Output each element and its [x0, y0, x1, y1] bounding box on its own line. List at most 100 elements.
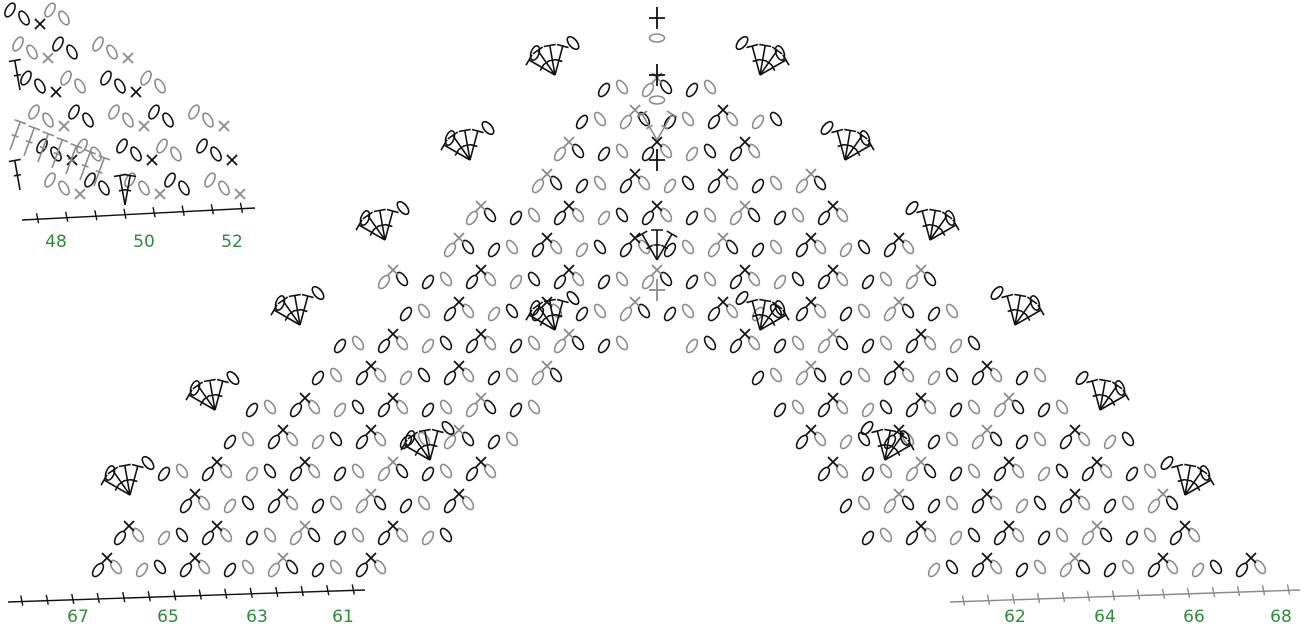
chain-stitch-icon	[530, 370, 545, 387]
double-crochet-icon	[10, 120, 26, 150]
chain-stitch-icon	[420, 530, 435, 547]
chain-stitch-icon	[1014, 434, 1029, 451]
chain-stitch-icon	[904, 200, 920, 217]
chain-stitch-icon	[134, 562, 149, 579]
chain-stitch-icon	[1168, 530, 1183, 547]
chain-stitch-icon	[97, 180, 111, 197]
single-crochet-icon	[1180, 521, 1190, 531]
single-crochet-icon	[828, 329, 838, 339]
chain-stitch-icon	[772, 274, 787, 291]
chain-stitch-icon	[702, 79, 717, 96]
chain-stitch-icon	[140, 455, 156, 472]
chain-stitch-icon	[310, 370, 325, 387]
chain-stitch-icon	[17, 10, 31, 27]
row-label-67: 67	[67, 607, 89, 627]
chain-stitch-icon	[878, 463, 893, 480]
chain-stitch-icon	[398, 370, 413, 387]
chain-stitch-icon	[790, 399, 805, 416]
chain-stitch-icon	[768, 175, 783, 192]
chain-stitch-icon	[650, 96, 665, 104]
chain-stitch-icon	[350, 399, 365, 416]
chain-stitch-icon	[680, 111, 695, 128]
chain-stitch-icon	[768, 239, 783, 256]
inset-partial-diagram	[3, 2, 255, 224]
chain-stitch-icon	[734, 35, 750, 52]
single-crochet-icon	[1092, 521, 1102, 531]
chain-stitch-icon	[153, 78, 167, 95]
single-crochet-icon	[139, 121, 149, 131]
chain-stitch-icon	[350, 527, 365, 544]
chain-stitch-icon	[878, 399, 893, 416]
single-crochet-icon	[1004, 393, 1014, 403]
chain-stitch-icon	[904, 274, 919, 291]
chain-stitch-icon	[1036, 530, 1051, 547]
single-crochet-icon	[278, 489, 288, 499]
chain-stitch-icon	[486, 242, 501, 259]
single-crochet-icon	[366, 425, 376, 435]
chain-stitch-icon	[59, 70, 73, 87]
chain-stitch-icon	[838, 306, 853, 323]
chain-stitch-icon	[1032, 431, 1047, 448]
row-label-50: 50	[133, 232, 155, 252]
foundation-tick	[37, 213, 39, 223]
single-crochet-icon	[916, 521, 926, 531]
chain-stitch-icon	[169, 146, 183, 163]
chain-stitch-icon	[442, 498, 457, 515]
chain-stitch-icon	[926, 562, 941, 579]
chain-stitch-icon	[1058, 562, 1073, 579]
foundation-tick	[72, 594, 74, 604]
foundation-tick	[1188, 588, 1190, 598]
chain-stitch-icon	[816, 338, 831, 355]
foundation-tick	[153, 207, 155, 217]
chain-stitch-icon	[816, 210, 831, 227]
chain-stitch-icon	[67, 104, 81, 121]
chain-stitch-icon	[684, 274, 699, 291]
single-crochet-icon	[1158, 489, 1168, 499]
chain-stitch-icon	[768, 111, 783, 128]
chain-stitch-icon	[1054, 399, 1069, 416]
chain-stitch-icon	[904, 402, 919, 419]
chain-stitch-icon	[926, 306, 941, 323]
chain-stitch-icon	[43, 2, 57, 19]
chain-stitch-icon	[139, 70, 153, 87]
chain-stitch-icon	[222, 498, 237, 515]
inset-row-labels: 48 50 52	[45, 232, 243, 252]
chain-stitch-icon	[706, 306, 721, 323]
chain-stitch-icon	[442, 306, 457, 323]
chain-stitch-icon	[878, 527, 893, 544]
single-crochet-icon	[147, 155, 157, 165]
chain-stitch-icon	[592, 175, 607, 192]
foundation-tick	[988, 595, 990, 605]
chain-stitch-icon	[486, 306, 501, 323]
single-crochet-icon	[123, 53, 133, 63]
single-crochet-icon	[806, 169, 816, 179]
chain-stitch-icon	[73, 78, 87, 95]
chain-stitch-icon	[728, 338, 743, 355]
double-crochet-icon	[430, 429, 444, 460]
chain-stitch-icon	[266, 498, 281, 515]
chain-stitch-icon	[948, 338, 963, 355]
single-crochet-icon	[982, 553, 992, 563]
single-crochet-icon	[652, 201, 662, 211]
chain-stitch-icon	[137, 180, 151, 197]
foundation-tick	[1063, 592, 1065, 602]
chain-stitch-icon	[105, 44, 119, 61]
row-label-63: 63	[246, 607, 268, 627]
chain-stitch-icon	[504, 239, 519, 256]
single-crochet-icon	[806, 233, 816, 243]
single-crochet-icon	[1158, 553, 1168, 563]
single-crochet-icon	[982, 425, 992, 435]
chain-stitch-icon	[618, 242, 633, 259]
chain-stitch-icon	[680, 239, 695, 256]
chain-stitch-icon	[438, 463, 453, 480]
chain-stitch-icon	[486, 434, 501, 451]
row-label-64: 64	[1094, 607, 1116, 627]
chain-stitch-icon	[1124, 466, 1139, 483]
chain-stitch-icon	[944, 367, 959, 384]
chain-stitch-icon	[966, 463, 981, 480]
chain-stitch-icon	[662, 178, 677, 195]
foundation-tick	[66, 212, 68, 222]
chain-stitch-icon	[240, 559, 255, 576]
single-crochet-icon	[982, 361, 992, 371]
single-crochet-icon	[366, 553, 376, 563]
